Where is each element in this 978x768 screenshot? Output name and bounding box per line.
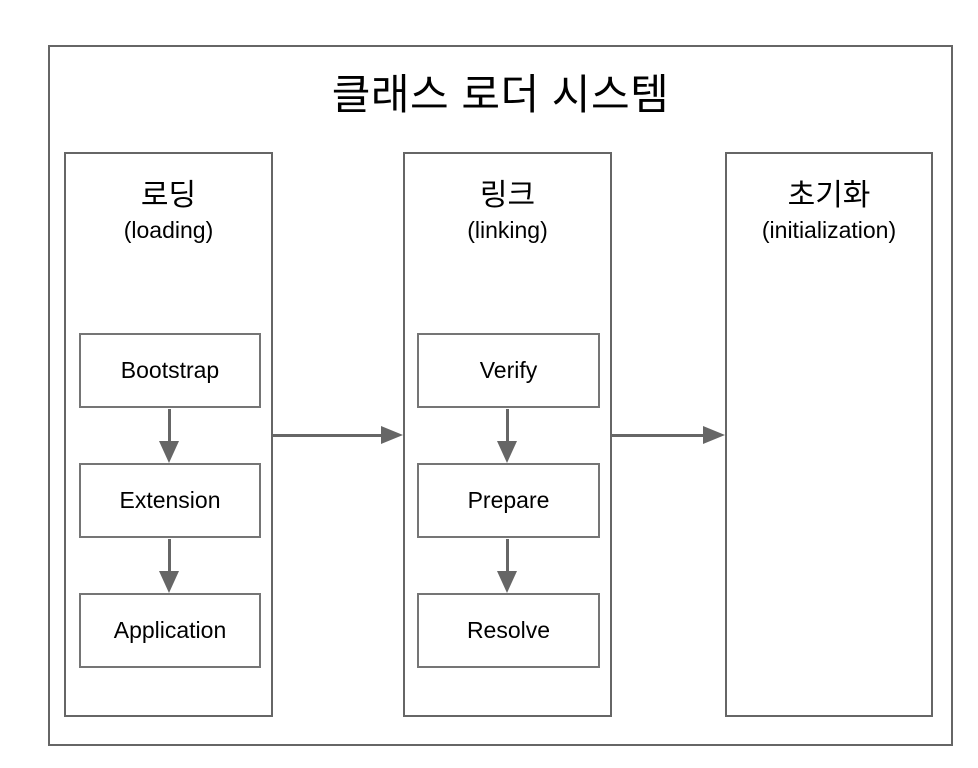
step-resolve-label: Resolve bbox=[466, 617, 551, 643]
arrow-shaft bbox=[506, 539, 509, 573]
arrow-right-head bbox=[703, 426, 725, 444]
stage-loading-title-ko: 로딩 bbox=[140, 179, 197, 212]
step-resolve: Resolve bbox=[417, 593, 600, 668]
stage-initialization-title-ko: 초기화 bbox=[787, 179, 871, 212]
class-loader-system-frame: 클래스 로더 시스템 로딩 (loading) Bootstrap Extens… bbox=[48, 45, 953, 746]
step-verify: Verify bbox=[417, 333, 600, 408]
arrow-down-head bbox=[159, 441, 179, 463]
step-extension: Extension bbox=[79, 463, 261, 538]
step-verify-label: Verify bbox=[479, 357, 538, 383]
stage-linking-title-ko: 링크 bbox=[479, 179, 536, 212]
step-prepare: Prepare bbox=[417, 463, 600, 538]
step-application: Application bbox=[79, 593, 261, 668]
arrow-down-head bbox=[497, 571, 517, 593]
step-bootstrap: Bootstrap bbox=[79, 333, 261, 408]
stage-initialization-title-en: (initialization) bbox=[761, 217, 897, 243]
arrow-shaft bbox=[612, 434, 703, 437]
stage-loading-title-en: (loading) bbox=[123, 217, 214, 243]
step-bootstrap-label: Bootstrap bbox=[120, 357, 220, 383]
arrow-down-head bbox=[497, 441, 517, 463]
step-prepare-label: Prepare bbox=[467, 487, 550, 513]
stage-linking-title-en: (linking) bbox=[467, 217, 548, 243]
step-extension-label: Extension bbox=[119, 487, 221, 513]
arrow-shaft bbox=[272, 434, 381, 437]
arrow-shaft bbox=[506, 409, 509, 443]
stage-linking: 링크 (linking) Verify Prepare Resolve bbox=[403, 152, 612, 717]
arrow-shaft bbox=[168, 539, 171, 573]
stage-initialization: 초기화 (initialization) bbox=[725, 152, 933, 717]
diagram-title: 클래스 로더 시스템 bbox=[331, 71, 670, 118]
arrow-down-head bbox=[159, 571, 179, 593]
arrow-right-head bbox=[381, 426, 403, 444]
stage-loading: 로딩 (loading) Bootstrap Extension Applica… bbox=[64, 152, 273, 717]
step-application-label: Application bbox=[113, 617, 227, 643]
arrow-shaft bbox=[168, 409, 171, 443]
